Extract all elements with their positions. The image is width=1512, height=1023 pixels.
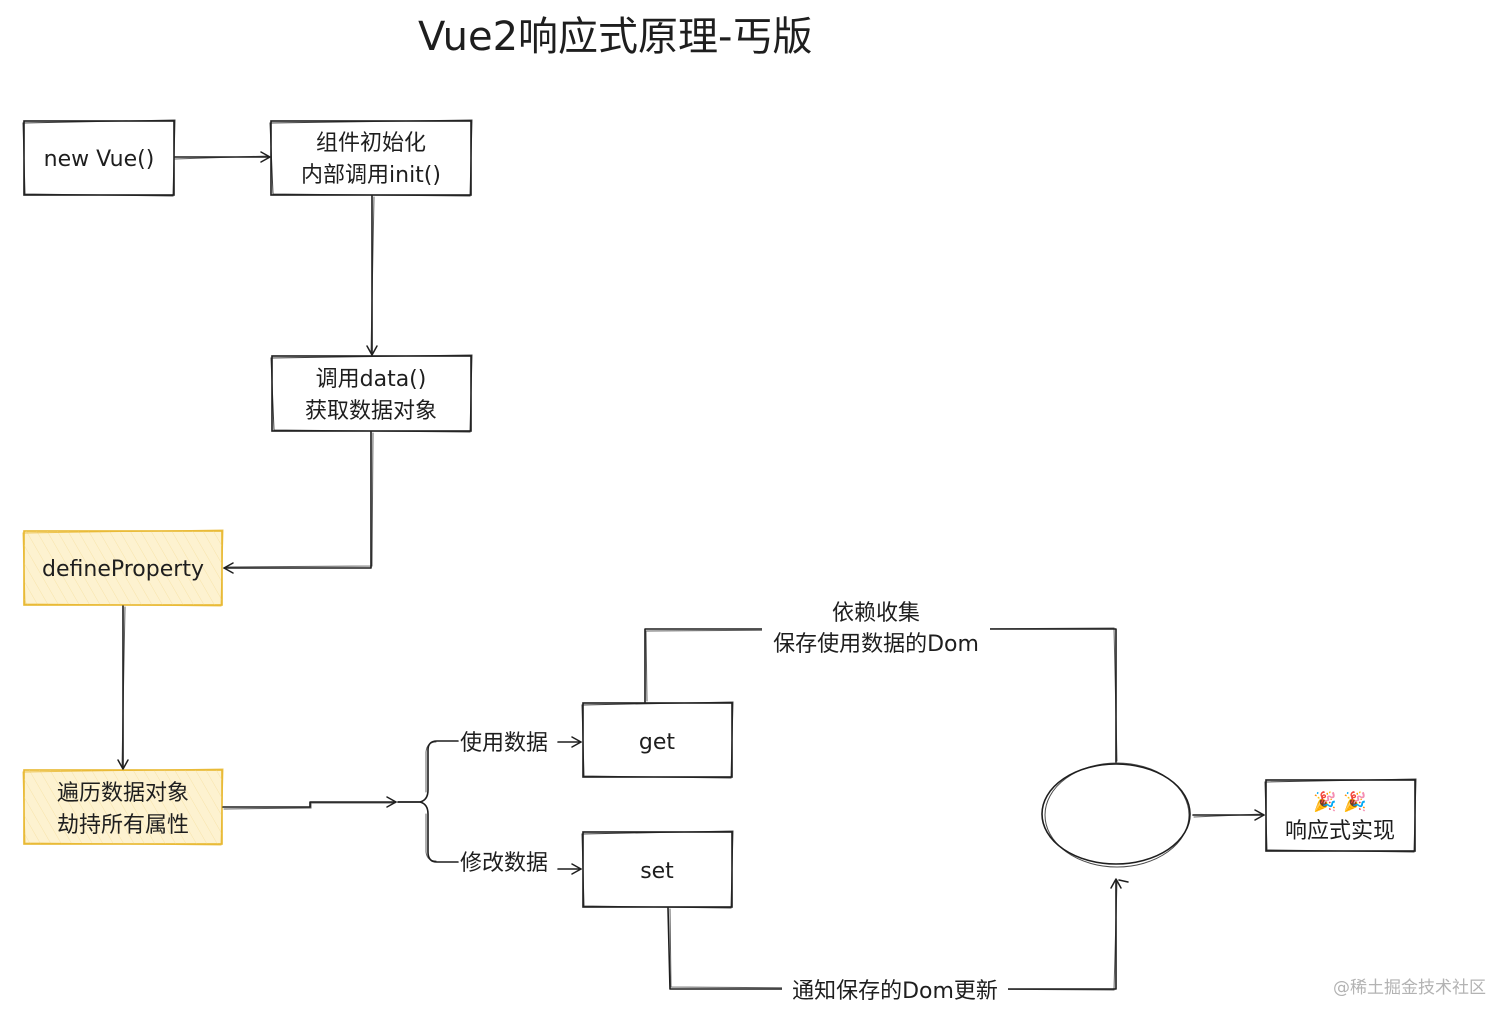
edge-modify-data: 修改数据: [460, 851, 582, 876]
edge-use-data-label: 使用数据: [460, 731, 548, 756]
edge-define-to-traverse: [117, 605, 129, 770]
node-hub-ellipse: [1041, 762, 1191, 868]
node-new-vue-label: new Vue(): [44, 147, 155, 172]
edge-dep-collect-line1: 依赖收集: [832, 601, 920, 626]
node-reactive: 🎉 🎉 响应式实现: [1264, 778, 1417, 853]
node-reactive-emoji: 🎉 🎉: [1313, 790, 1366, 813]
edge-notify: 通知保存的Dom更新: [667, 878, 1129, 1006]
edge-traverse-to-branch: [222, 796, 397, 810]
watermark: @稀土掘金技术社区: [1333, 978, 1486, 998]
edge-use-data: 使用数据: [460, 731, 582, 756]
node-set-label: set: [640, 859, 674, 884]
node-call-data-line1: 调用data(): [316, 367, 427, 392]
edge-branch-brace: [397, 740, 459, 863]
node-traverse-line2: 劫持所有属性: [57, 813, 189, 838]
edge-modify-data-label: 修改数据: [460, 851, 548, 876]
edge-notify-label: 通知保存的Dom更新: [792, 979, 998, 1004]
node-get-label: get: [639, 730, 676, 755]
node-component-init: 组件初始化 内部调用init(): [269, 119, 473, 197]
node-component-init-line2: 内部调用init(): [301, 163, 441, 188]
edge-dep-collect-line2: 保存使用数据的Dom: [773, 632, 979, 657]
node-reactive-label: 响应式实现: [1285, 819, 1395, 844]
node-traverse-hijack: 遍历数据对象 劫持所有属性: [22, 768, 224, 846]
node-call-data-line2: 获取数据对象: [305, 399, 437, 424]
edge-hub-to-reactive: [1192, 809, 1265, 821]
edge-data-to-define: [223, 431, 374, 574]
node-call-data: 调用data() 获取数据对象: [270, 354, 473, 433]
node-traverse-line1: 遍历数据对象: [57, 781, 189, 806]
edge-newvue-to-init: [174, 151, 271, 163]
edge-init-to-data: [366, 195, 378, 356]
node-define-property: defineProperty: [22, 529, 224, 607]
node-new-vue: new Vue(): [22, 119, 176, 197]
node-get: get: [581, 701, 734, 779]
node-define-property-label: defineProperty: [42, 557, 204, 582]
diagram-title: Vue2响应式原理-丐版: [418, 14, 813, 60]
edge-dep-collect: 依赖收集 保存使用数据的Dom: [644, 596, 1118, 763]
node-set: set: [581, 830, 734, 909]
node-component-init-line1: 组件初始化: [316, 131, 426, 156]
